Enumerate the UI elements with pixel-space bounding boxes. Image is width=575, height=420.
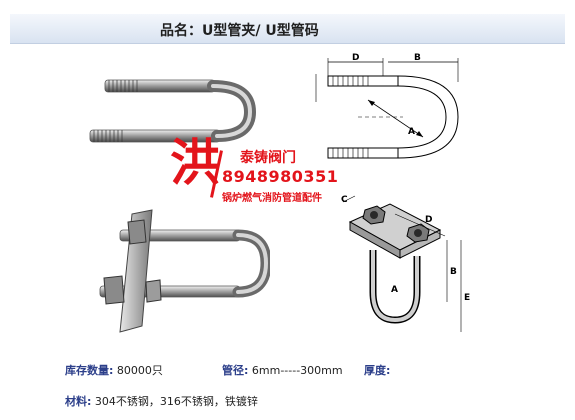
u-bolt-with-plate-drawing: C D A B E (341, 195, 470, 332)
dim-label-e: E (464, 293, 470, 303)
size-value: 6mm-----300mm (251, 364, 343, 377)
page-title: 品名：U型管夹/ U型管码 (160, 23, 319, 39)
thickness-label: 厚度: (364, 364, 391, 377)
watermark-tagline: 锅炉燃气消防管道配件 (222, 193, 322, 204)
watermark-company: 泰铸阀门 (240, 150, 296, 166)
dim-label-c: C (341, 195, 348, 205)
dim-label-a-top: A (408, 127, 415, 137)
stock-value: 80000只 (116, 364, 163, 377)
material-value: 304不锈钢，316不锈钢，铁镀锌 (94, 395, 258, 408)
spec-row-2: 材料: 304不锈钢，316不锈钢，铁镀锌 (65, 393, 258, 409)
dim-label-b-bottom: B (450, 267, 457, 277)
dim-label-b-top: B (414, 53, 421, 63)
dim-label-d-top: D (352, 53, 359, 63)
spec-row-1: 库存数量: 80000只 (65, 362, 163, 378)
dim-label-d-bottom: D (425, 215, 432, 225)
spec-row-size: 管径: 6mm-----300mm (222, 362, 343, 378)
u-bolt-with-plate-photo (99, 209, 270, 333)
spec-row-thickness: 厚度: (364, 362, 390, 378)
stock-label: 库存数量: (65, 364, 114, 377)
dim-label-a-bottom: A (391, 285, 398, 295)
u-bolt-photo (89, 79, 257, 143)
watermark-phone: 8948980351 (222, 167, 339, 186)
material-label: 材料: (65, 395, 92, 408)
u-bolt-drawing: D B A (315, 53, 459, 159)
size-label: 管径: (222, 364, 249, 377)
title-bar: 品名：U型管夹/ U型管码 (10, 14, 565, 44)
watermark-char: 洪 (170, 133, 220, 192)
